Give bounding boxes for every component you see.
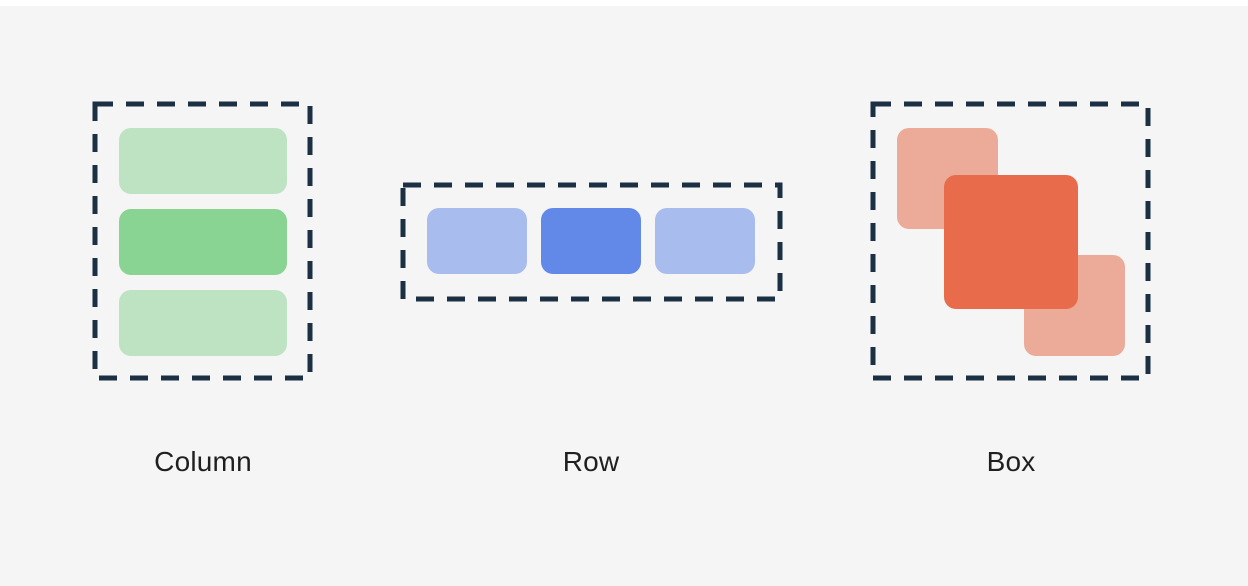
box-item-front [944,175,1078,309]
column-dashed-border [92,101,313,381]
box-label: Box [986,446,1036,477]
column-label: Column [154,446,252,477]
column-frame [92,101,313,381]
box-dashed-border [870,101,1151,381]
column-item-1 [119,128,287,194]
diagram-canvas: Column Row Box [0,6,1248,586]
row-dashed-border [400,182,783,302]
column-item-3 [119,290,287,356]
column-item-2 [119,209,287,275]
row-frame [400,182,783,302]
row-item-1 [427,208,527,274]
row-item-3 [655,208,755,274]
box-frame [870,101,1151,381]
row-label: Row [562,446,620,477]
row-item-2 [541,208,641,274]
